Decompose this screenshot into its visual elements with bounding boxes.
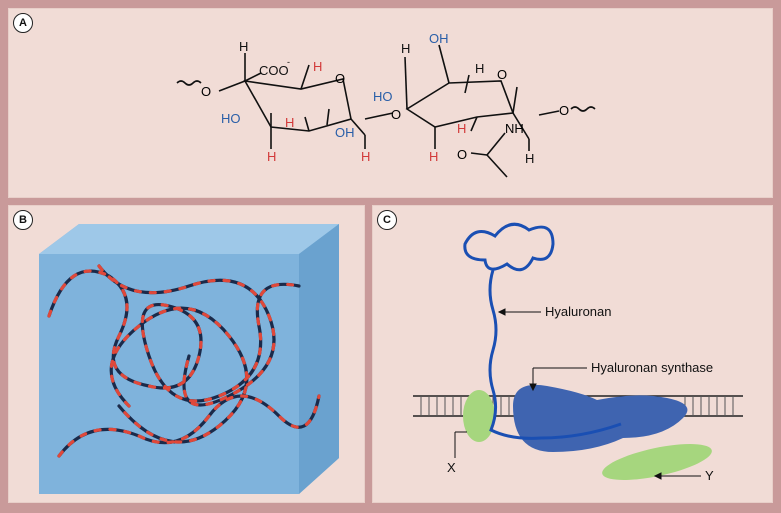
h-top-left: H bbox=[239, 39, 248, 54]
o-left: O bbox=[201, 84, 211, 99]
y-label: Y bbox=[705, 468, 714, 483]
hyaluronan-synthase bbox=[513, 384, 688, 452]
o-ring-2: O bbox=[497, 67, 507, 82]
h-black-3: H bbox=[525, 151, 534, 166]
coo-group: COO bbox=[259, 63, 289, 78]
oh-top: OH bbox=[429, 31, 449, 46]
oh-1: OH bbox=[335, 125, 355, 140]
panel-c-badge: C bbox=[377, 210, 397, 230]
protein-y bbox=[602, 444, 712, 480]
coo-charge: - bbox=[287, 57, 290, 67]
panel-b-badge: B bbox=[13, 210, 33, 230]
panel-b-polymer-network: B bbox=[8, 205, 365, 503]
ho-1: HO bbox=[221, 111, 241, 126]
x-label: X bbox=[447, 460, 456, 475]
o-right: O bbox=[559, 103, 569, 118]
panel-a-badge: A bbox=[13, 13, 33, 33]
h-red-4: H bbox=[361, 149, 370, 164]
ho-2: HO bbox=[373, 89, 393, 104]
h-red-3: H bbox=[267, 149, 276, 164]
h-black-1: H bbox=[401, 41, 410, 56]
hyaluronan-disaccharide-structure: O H COO - H O HO H H OH H O H HO OH H O … bbox=[176, 31, 596, 178]
hyaluronan-synthesis-diagram: Hyaluronan Hyaluronan synthase X Y bbox=[413, 222, 743, 483]
nh-group: NH bbox=[505, 121, 524, 136]
left-polymer-bond bbox=[176, 80, 202, 86]
h-red-1: H bbox=[313, 59, 322, 74]
hyaluronan-synthase-label: Hyaluronan synthase bbox=[591, 360, 713, 375]
hyaluronan-network-cube bbox=[39, 224, 339, 494]
hyaluronan-label: Hyaluronan bbox=[545, 304, 612, 319]
o-bridge: O bbox=[391, 107, 401, 122]
protein-x bbox=[463, 390, 495, 442]
panel-c-synthesis: C Hya bbox=[372, 205, 773, 503]
right-polymer-bond bbox=[570, 106, 596, 112]
hyaluronan-chain bbox=[463, 222, 622, 440]
o-carbonyl: O bbox=[457, 147, 467, 162]
o-ring-1: O bbox=[335, 71, 345, 86]
h-red-6: H bbox=[429, 149, 438, 164]
glucuronic-acid-ring bbox=[243, 78, 352, 132]
h-red-2: H bbox=[285, 115, 294, 130]
panel-a-chemical-structure: A bbox=[8, 8, 773, 198]
h-red-5: H bbox=[457, 121, 466, 136]
h-black-2: H bbox=[475, 61, 484, 76]
